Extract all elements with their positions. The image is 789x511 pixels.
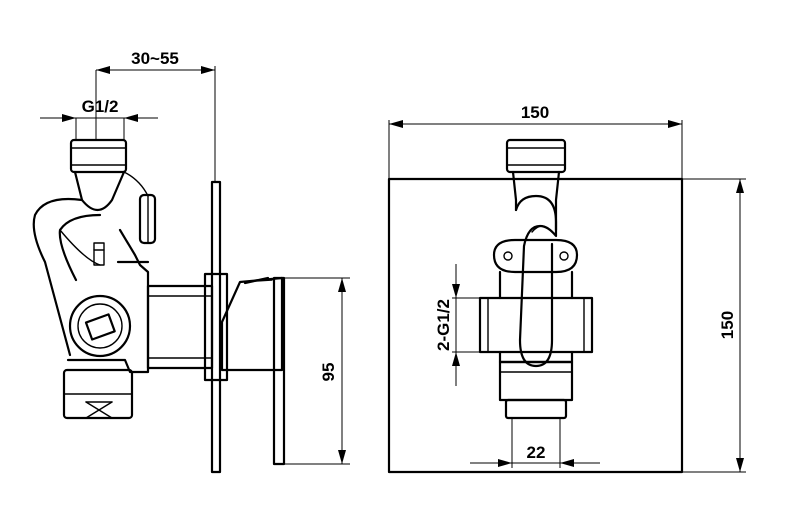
dim-depth-label: 30~55	[131, 49, 179, 68]
front-view: 150 150 2-G1/2 22	[387, 103, 746, 474]
dim-outlet: 22	[470, 418, 600, 468]
dim-height-front-label: 150	[718, 311, 737, 339]
dim-height-side-label: 95	[319, 363, 338, 382]
front-top-inlet	[505, 138, 567, 232]
dim-thread: G1/2	[40, 97, 158, 140]
front-bottom-outlet	[498, 360, 574, 420]
dim-ports-label: 2-G1/2	[434, 299, 453, 351]
side-handle	[220, 276, 286, 466]
dim-ports: 2-G1/2	[434, 264, 482, 386]
side-valve-port	[68, 294, 132, 358]
side-spindle	[146, 284, 214, 370]
front-bracket	[492, 238, 579, 274]
front-valve-body	[478, 270, 594, 364]
side-view: 30~55 G1/2 95	[32, 49, 350, 474]
dim-thread-label: G1/2	[82, 97, 119, 116]
dim-height-front: 150	[682, 178, 746, 473]
dim-outlet-label: 22	[527, 443, 546, 462]
dim-width-front: 150	[388, 103, 683, 179]
dim-height-side: 95	[284, 277, 350, 465]
dim-depth: 30~55	[95, 49, 216, 182]
dim-width-front-label: 150	[521, 103, 549, 122]
side-wall-plate	[210, 180, 222, 474]
side-body	[32, 138, 157, 420]
front-square-plate	[387, 177, 684, 474]
front-crossover-arm	[514, 194, 558, 368]
